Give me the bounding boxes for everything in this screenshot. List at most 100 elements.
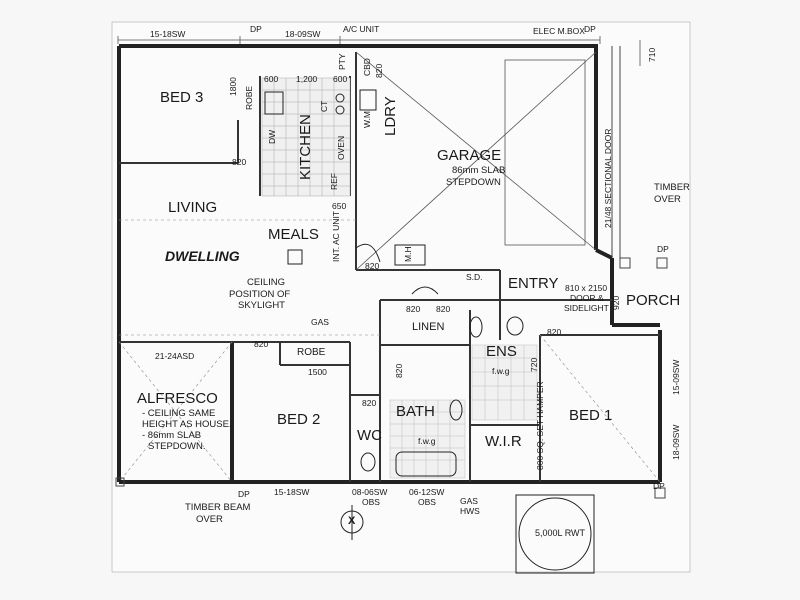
- timber-beam-note: OVER: [196, 514, 223, 525]
- room-label-ensuite: ENS: [486, 343, 517, 360]
- timber-beam-note: TIMBER BEAM: [185, 502, 251, 513]
- window-label: 15-18SW: [274, 487, 310, 497]
- window-label: 06-12SW: [409, 487, 445, 497]
- wet-area-tiles: [389, 344, 538, 479]
- hamper-note: 800 SQ. SET HAMPER: [535, 381, 545, 470]
- entry-door-note: DOOR &: [570, 293, 604, 303]
- dimension-label: 820: [394, 363, 404, 378]
- sectional-door-note: 21/48 SECTIONAL DOOR: [603, 128, 613, 228]
- alfresco-note: - CEILING SAME: [142, 408, 216, 419]
- slab-lines: [118, 219, 661, 483]
- fixture-label-cupboard: CBD: [362, 58, 372, 76]
- dimension-label: 820: [362, 398, 377, 408]
- room-label-garage: GARAGE: [437, 147, 502, 164]
- fixture-label-cooktop: CT: [319, 100, 329, 112]
- downpipe-label: DP: [653, 481, 665, 491]
- ens-toilet: [506, 316, 524, 336]
- alfresco-post: [115, 477, 125, 487]
- laundry-tub: [359, 89, 377, 111]
- downpipe-label: DP: [250, 24, 262, 34]
- dimension-label: 1500: [308, 367, 327, 377]
- room-label-meals: MEALS: [268, 226, 319, 243]
- skylight-note: CEILING: [247, 277, 286, 288]
- dimension-label: 820: [365, 261, 380, 271]
- room-label-robe: ROBE: [297, 347, 326, 358]
- meals-door-swing: [355, 243, 381, 263]
- dwelling-label: DWELLING: [165, 248, 240, 264]
- ens-basin: [469, 316, 483, 338]
- sliding-door-label: 21-24ASD: [155, 351, 195, 361]
- rainwater-tank-outline: [518, 497, 592, 571]
- obscure-glass-label: OBS: [418, 497, 436, 507]
- room-label-laundry: LDRY: [382, 96, 399, 136]
- fixture-label-dishwasher: DW: [267, 129, 277, 144]
- room-label-linen: LINEN: [412, 321, 445, 333]
- cooktop-burner: [335, 105, 345, 115]
- fixture-label-washing-machine: W.M: [362, 111, 372, 128]
- alfresco-note: - 86mm SLAB: [142, 430, 202, 441]
- dimension-label: 1800: [228, 77, 238, 96]
- dimension-label: 650: [332, 201, 347, 211]
- downpipe-label: DP: [584, 24, 596, 34]
- room-label-wir: W.I.R: [485, 433, 522, 450]
- ac-unit-label: A/C UNIT: [343, 24, 380, 34]
- entry-post: [619, 257, 631, 269]
- room-label-bed3: BED 3: [160, 89, 204, 106]
- dimension-label: 920: [611, 295, 621, 310]
- downpipe-label: DP: [238, 489, 250, 499]
- fixture-label-fridge: REF: [329, 173, 339, 190]
- floor-waste-label: f.w.g: [492, 366, 510, 376]
- dimension-label: 820: [374, 63, 384, 78]
- floor-waste-label: f.w.g: [418, 436, 436, 446]
- room-label-entry: ENTRY: [508, 275, 559, 292]
- window-label: 18-09SW: [285, 29, 321, 39]
- external-walls: [117, 44, 662, 484]
- mh-hatch: [394, 244, 426, 266]
- entry-door-note: 810 x 2150: [565, 283, 608, 293]
- room-label-bath: BATH: [396, 403, 435, 420]
- garage-void-lines: [355, 51, 597, 271]
- alfresco-note: STEPDOWN.: [148, 441, 206, 452]
- fixtures: [264, 89, 595, 574]
- timber-over-note: OVER: [654, 194, 681, 205]
- window-label: 18-09SW: [671, 424, 681, 460]
- porch-post: [656, 257, 668, 269]
- kitchen-sink: [264, 91, 284, 115]
- room-label-alfresco: ALFRESCO: [137, 390, 218, 407]
- room-label-bed2: BED 2: [277, 411, 321, 428]
- smoke-detector-label: S.D.: [466, 272, 483, 282]
- dimension-label: 600: [264, 74, 279, 84]
- bath-basin: [449, 399, 463, 421]
- linen-door-swing: [411, 286, 439, 295]
- rainwater-tank-label: 5,000L RWT: [535, 528, 586, 538]
- dimension-label: 820: [254, 339, 269, 349]
- room-label-living: LIVING: [168, 199, 218, 216]
- room-label-kitchen: KITCHEN: [297, 114, 314, 180]
- garage-note: 86mm SLAB: [452, 165, 506, 176]
- fixture-label-manhole: M.H: [403, 246, 413, 262]
- skylight-note: SKYLIGHT: [238, 300, 285, 311]
- dimension-label: 820: [232, 157, 247, 167]
- corner-post: [654, 487, 666, 499]
- skylight-marker: [287, 249, 303, 265]
- dimension-label: 820: [547, 327, 562, 337]
- rainwater-tank: [515, 494, 595, 574]
- wc-toilet: [360, 452, 376, 472]
- bath-tub: [395, 451, 457, 477]
- porch-details: [115, 46, 668, 499]
- gas-hws-note: GAS: [460, 496, 478, 506]
- gas-point-label: GAS: [311, 317, 329, 327]
- room-label-wc: WC: [357, 427, 382, 444]
- dimension-label: 820: [436, 304, 451, 314]
- fixture-label-pantry: PTY: [337, 53, 347, 70]
- timber-over-note: TIMBER: [654, 182, 690, 193]
- room-label-porch: PORCH: [626, 292, 681, 309]
- fixture-label-robe: ROBE: [244, 85, 254, 110]
- room-label-bed1: BED 1: [569, 407, 613, 424]
- gas-hws-note: HWS: [460, 506, 480, 516]
- dimension-label: 600: [333, 74, 348, 84]
- entry-door-note: SIDELIGHT: [564, 303, 609, 313]
- north-point-symbol: X: [348, 515, 356, 527]
